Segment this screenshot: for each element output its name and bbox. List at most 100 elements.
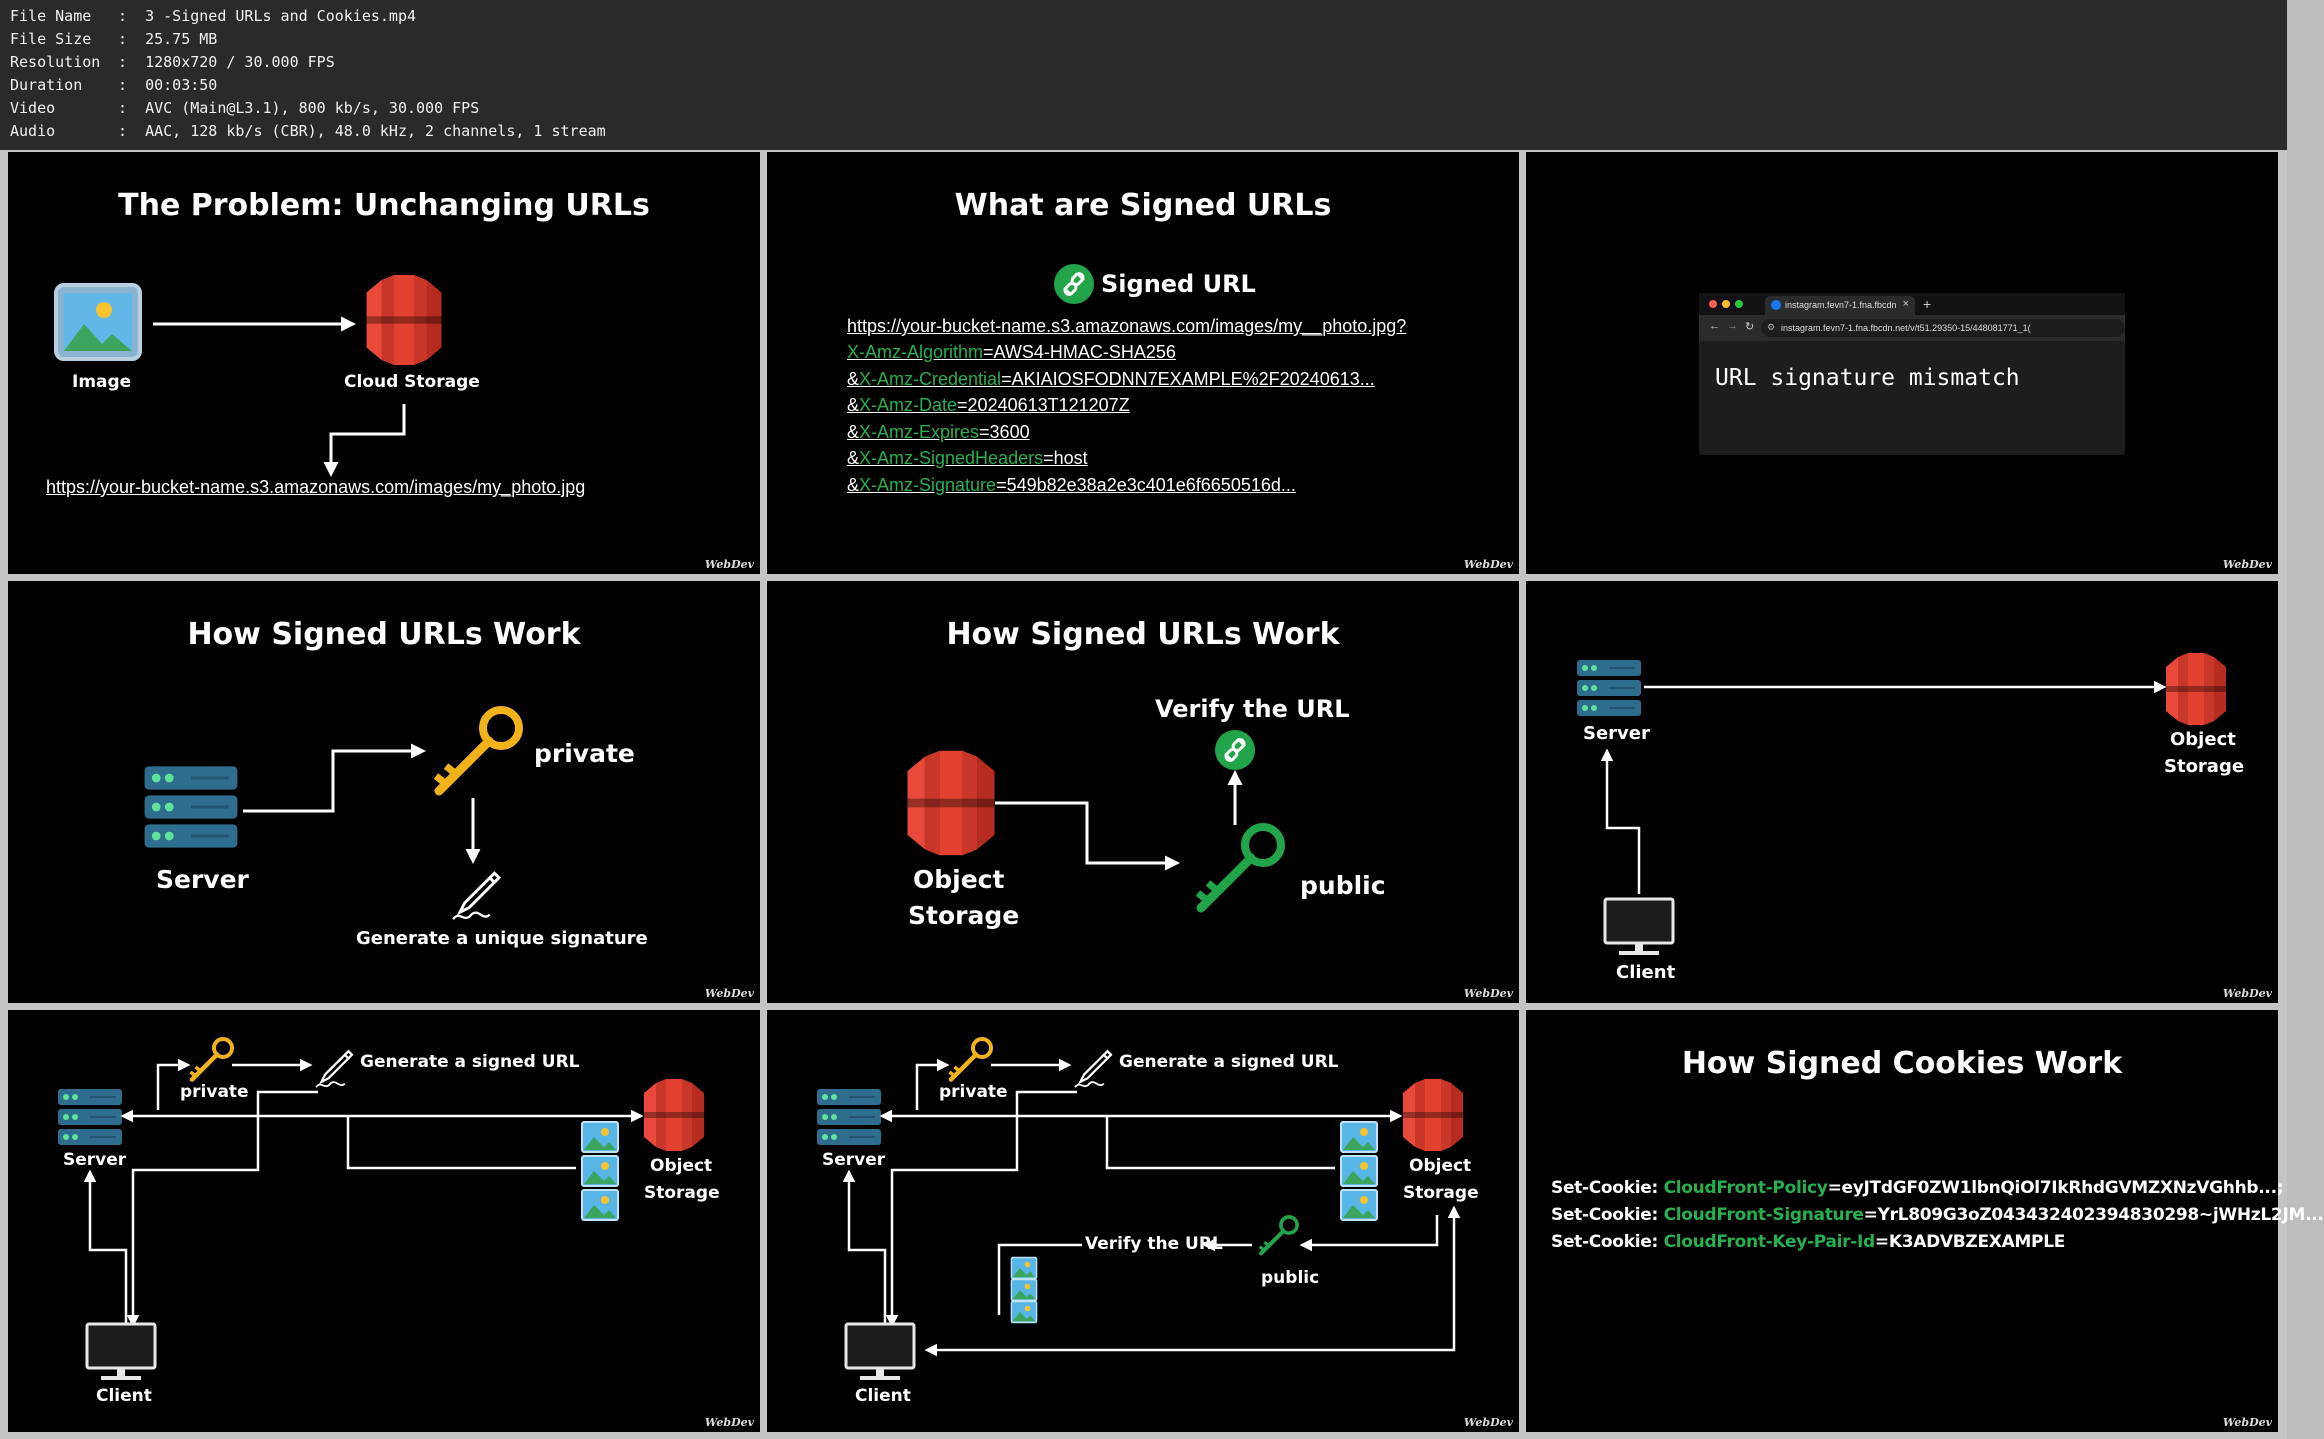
frame-9-signed-cookies[interactable]: How Signed Cookies Work Set-Cookie: Clou… xyxy=(1526,1010,2324,1432)
slide-title: The Problem: Unchanging URLs xyxy=(118,188,650,223)
slide-title: What are Signed URLs xyxy=(954,188,1332,223)
tab-title: instagram.fevn7-1.fna.fbcdn xyxy=(1785,300,1897,310)
server-icon xyxy=(817,1089,881,1145)
verify-url-label: Verify the URL xyxy=(1085,1234,1223,1254)
close-dot-icon[interactable] xyxy=(1709,300,1717,308)
watermark: WebDev xyxy=(704,1416,754,1429)
thumbnail-grid: The Problem: Unchanging URLs Image Cloud… xyxy=(0,150,2324,1439)
object-label: Object xyxy=(2170,729,2236,750)
param-signature[interactable]: &X-Amz-Signature=549b82e38a2e3c401e6f665… xyxy=(847,475,1296,495)
pen-signature-icon xyxy=(451,871,501,921)
maximize-dot-icon[interactable] xyxy=(1735,300,1743,308)
tab-close-icon[interactable]: × xyxy=(1902,298,1909,310)
private-label: private xyxy=(939,1082,1008,1102)
storage-label: Storage xyxy=(1403,1183,1479,1203)
watermark: WebDev xyxy=(1463,987,1513,1000)
static-url-link[interactable]: https://your-bucket-name.s3.amazonaws.co… xyxy=(46,477,586,497)
back-icon[interactable]: ← xyxy=(1709,320,1720,332)
frame-8-diagram xyxy=(817,1010,1463,1382)
frame-1-unchanging-urls[interactable]: The Problem: Unchanging URLs Image Cloud… xyxy=(8,152,760,574)
pen-signature-icon xyxy=(314,1050,354,1089)
info-row-file-name: File Name: 3 -Signed URLs and Cookies.mp… xyxy=(10,7,417,25)
link-icon xyxy=(1052,262,1096,306)
private-key-icon xyxy=(436,710,519,791)
info-row-file-size: File Size: 25.75 MB xyxy=(10,30,218,48)
frame-4-how-signed-urls-work-private[interactable]: How Signed URLs Work private Server Gene… xyxy=(8,581,760,1003)
generate-signature-label: Generate a unique signature xyxy=(356,928,648,949)
watermark: WebDev xyxy=(704,558,754,571)
param-signed-headers[interactable]: &X-Amz-SignedHeaders=host xyxy=(847,448,1088,468)
pen-signature-icon xyxy=(1073,1050,1113,1089)
cookie-signature-line: Set-Cookie: CloudFront-Signature=YrL809G… xyxy=(1551,1205,2324,1225)
client-label: Client xyxy=(96,1386,152,1406)
cookie-policy-line: Set-Cookie: CloudFront-Policy=eyJTdGF0ZW… xyxy=(1551,1178,2284,1198)
param-algorithm[interactable]: X-Amz-Algorithm=AWS4-HMAC-SHA256 xyxy=(847,342,1176,362)
photo-icon-6 xyxy=(1010,1300,1038,1324)
photo-icon-5 xyxy=(1010,1278,1038,1302)
generate-signed-url-label: Generate a signed URL xyxy=(1119,1052,1339,1072)
photo-icon-1 xyxy=(1340,1121,1378,1153)
generate-signed-url-label: Generate a signed URL xyxy=(360,1052,580,1072)
photo-icon-3 xyxy=(581,1189,619,1221)
verify-url-label: Verify the URL xyxy=(1155,695,1350,723)
watermark: WebDev xyxy=(704,987,754,1000)
slide-title: How Signed URLs Work xyxy=(187,617,581,652)
watermark: WebDev xyxy=(1463,558,1513,571)
browser-window: instagram.fevn7-1.fna.fbcdn × + ← → ↻ ⚙ … xyxy=(1699,293,2125,455)
server-icon xyxy=(144,766,238,848)
image-label: Image xyxy=(72,372,132,392)
frame-5-how-signed-urls-work-public[interactable]: How Signed URLs Work Verify the URL Obje… xyxy=(767,581,1519,1003)
server-label: Server xyxy=(1583,723,1650,744)
photo-icon-4 xyxy=(1010,1256,1038,1280)
info-row-resolution: Resolution: 1280x720 / 30.000 FPS xyxy=(10,53,335,71)
browser-tab[interactable]: instagram.fevn7-1.fna.fbcdn × xyxy=(1765,296,1915,315)
server-label: Server xyxy=(156,865,249,894)
slide-title: How Signed Cookies Work xyxy=(1681,1046,2123,1081)
frame-1-diagram xyxy=(54,275,442,477)
watermark: WebDev xyxy=(1463,1416,1513,1429)
watermark: WebDev xyxy=(2222,558,2272,571)
object-storage-icon xyxy=(1403,1079,1463,1151)
frame-7-signed-url-flow[interactable]: private Generate a signed URL Server Obj… xyxy=(8,1010,760,1432)
object-storage-icon xyxy=(2166,653,2226,725)
error-message: URL signature mismatch xyxy=(1715,365,2020,391)
reload-icon[interactable]: ↻ xyxy=(1745,321,1755,333)
private-label: private xyxy=(534,739,635,768)
facebook-favicon-icon xyxy=(1771,300,1781,310)
frame-6-server-storage-client[interactable]: Server Object Storage Client WebDev xyxy=(1526,581,2278,1003)
address-text: instagram.fevn7-1.fna.fbcdn.net/v/t51.29… xyxy=(1781,323,2031,333)
client-monitor-icon xyxy=(85,1322,157,1382)
server-icon xyxy=(1577,660,1641,716)
cloud-storage-label: Cloud Storage xyxy=(344,372,480,392)
server-icon xyxy=(58,1089,122,1145)
site-settings-icon[interactable]: ⚙ xyxy=(1767,322,1776,332)
private-key-icon xyxy=(191,1039,233,1080)
watermark: WebDev xyxy=(2222,987,2272,1000)
frame-7-diagram xyxy=(58,1010,704,1382)
cookie-key-pair-line: Set-Cookie: CloudFront-Key-Pair-Id=K3ADV… xyxy=(1551,1232,2066,1252)
signed-url-heading: Signed URL xyxy=(1101,270,1256,298)
signed-url-base[interactable]: https://your-bucket-name.s3.amazonaws.co… xyxy=(847,316,1407,336)
new-tab-icon[interactable]: + xyxy=(1923,296,1932,312)
link-icon xyxy=(1213,728,1257,772)
param-credential[interactable]: &X-Amz-Credential=AKIAIOSFODNN7EXAMPLE%2… xyxy=(847,369,1375,389)
server-label: Server xyxy=(822,1150,886,1170)
param-expires[interactable]: &X-Amz-Expires=3600 xyxy=(847,422,1030,442)
watermark: WebDev xyxy=(2222,1416,2272,1429)
frame-4-diagram xyxy=(144,581,760,921)
client-monitor-icon xyxy=(1603,897,1675,957)
server-label: Server xyxy=(63,1150,127,1170)
tab-bar: instagram.fevn7-1.fna.fbcdn × + xyxy=(1699,293,2125,315)
object-label: Object xyxy=(650,1156,713,1176)
forward-icon[interactable]: → xyxy=(1727,320,1738,332)
slide-title: How Signed URLs Work xyxy=(946,617,1340,652)
storage-label: Storage xyxy=(2164,756,2245,777)
frame-8-signed-url-verify-flow[interactable]: private Generate a signed URL Server Obj… xyxy=(767,1010,1519,1432)
client-monitor-icon xyxy=(844,1322,916,1382)
address-bar[interactable]: ⚙ instagram.fevn7-1.fna.fbcdn.net/v/t51.… xyxy=(1761,319,2125,337)
client-label: Client xyxy=(855,1386,911,1406)
minimize-dot-icon[interactable] xyxy=(1722,300,1730,308)
frame-3-signature-mismatch[interactable]: instagram.fevn7-1.fna.fbcdn × + ← → ↻ ⚙ … xyxy=(1526,152,2278,574)
param-date[interactable]: &X-Amz-Date=20240613T121207Z xyxy=(847,395,1130,415)
frame-2-what-are-signed-urls[interactable]: What are Signed URLs Signed URL https://… xyxy=(767,152,1519,574)
